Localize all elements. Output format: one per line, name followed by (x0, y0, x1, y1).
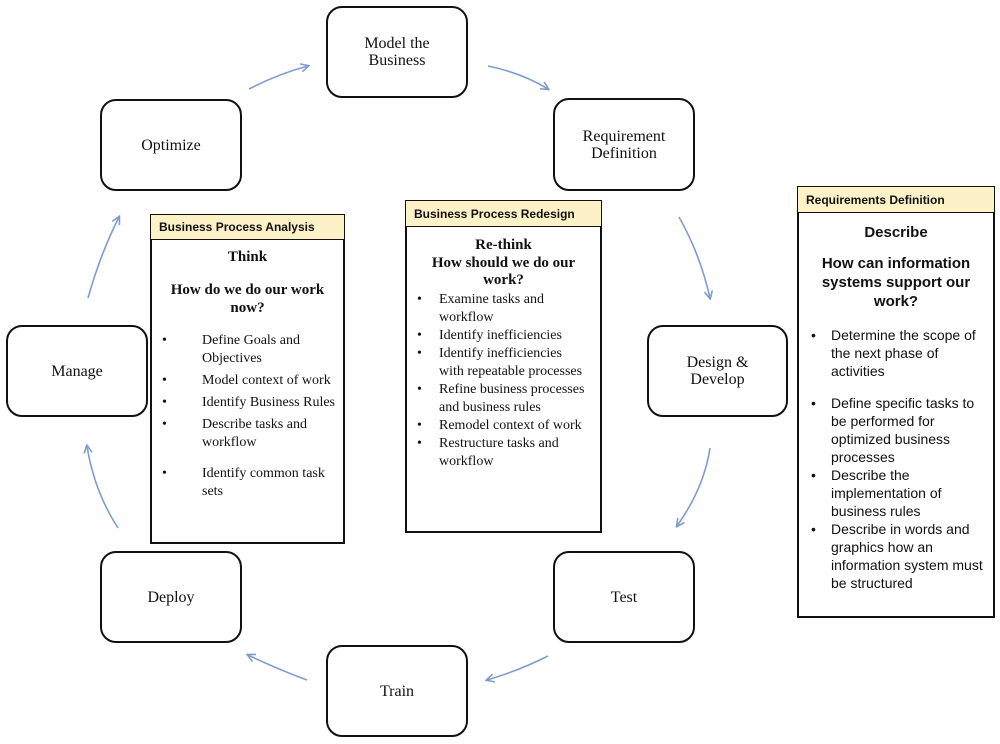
list-item: • Restructure tasks and workflow (417, 435, 589, 471)
bullet-icon: • (417, 436, 422, 451)
stage-requirement-definition: Requirement Definition (553, 98, 695, 191)
redesign-item-text: Examine tasks and workflow (439, 292, 544, 325)
analysis-question: How do we do our work now? (170, 282, 325, 316)
redesign-item-text: Refine business processes and business r… (439, 382, 585, 415)
bullet-icon: • (162, 333, 167, 348)
bullet-icon: • (811, 327, 816, 343)
list-item: • Refine business processes and business … (417, 381, 589, 417)
analysis-panel-header: Business Process Analysis (150, 214, 345, 240)
bullet-icon: • (811, 467, 816, 483)
list-item: • Describe tasks and workflow (162, 416, 337, 452)
requirements-item-text: Determine the scope of the next phase of… (831, 327, 976, 379)
analysis-item-text: Model context of work (202, 373, 331, 388)
redesign-panel-header: Business Process Redesign (405, 200, 602, 227)
analysis-item-text: Identify common task sets (202, 466, 325, 499)
redesign-item-text: Identify inefficiencies (439, 328, 562, 343)
stage-test: Test (553, 551, 695, 643)
redesign-item-text: Identify inefficiencies with repeatable … (439, 346, 583, 379)
list-item: • Determine the scope of the next phase o… (811, 326, 989, 380)
redesign-item-text: Restructure tasks and workflow (439, 436, 559, 469)
list-item: • Identify inefficiencies (417, 327, 589, 345)
arrow-test-to-train (487, 655, 549, 680)
arrow-requirement-to-design (678, 216, 710, 298)
requirements-panel: Describe How can information systems sup… (797, 186, 995, 618)
stage-model-the-business: Model the Business (326, 6, 468, 98)
redesign-heading: Re-think (475, 237, 532, 253)
redesign-question: How should we do our work? (431, 255, 576, 288)
bullet-icon: • (162, 466, 167, 481)
analysis-heading: Think (227, 249, 268, 265)
stage-optimize-label: Optimize (141, 136, 201, 154)
requirements-panel-header: Requirements Definition (797, 186, 995, 213)
stage-model-label: Model the Business (364, 35, 430, 69)
redesign-item-text: Remodel context of work (439, 418, 582, 433)
arrow-design-to-test (677, 447, 711, 526)
bullet-icon: • (162, 417, 167, 432)
stage-manage-label: Manage (51, 362, 103, 380)
redesign-list: • Examine tasks and workflow • Identify in… (417, 291, 589, 471)
list-item: • Remodel context of work (417, 417, 589, 435)
stage-requirement-label: Requirement Definition (582, 127, 666, 162)
list-item: • Examine tasks and workflow (417, 291, 589, 327)
requirements-item-text: Define specific tasks to be performed fo… (831, 395, 975, 465)
requirements-list: • Determine the scope of the next phase o… (811, 326, 989, 592)
list-item: • Identify Business Rules (162, 394, 337, 412)
requirements-item-text: Describe the implementation of business … (831, 467, 942, 519)
list-item: • Identify inefficiencies with repeatable… (417, 345, 589, 381)
bullet-icon: • (417, 346, 422, 361)
stage-design-label: Design & Develop (686, 354, 749, 388)
bullet-icon: • (162, 373, 167, 388)
stage-optimize: Optimize (100, 99, 242, 191)
analysis-item-text: Describe tasks and workflow (202, 417, 307, 450)
bullet-icon: • (417, 328, 422, 343)
list-item: • Model context of work (162, 372, 337, 390)
arrow-train-to-deploy (248, 655, 308, 681)
stage-deploy-label: Deploy (147, 588, 195, 606)
analysis-item-text: Define Goals and Objectives (202, 333, 300, 366)
redesign-panel: Re-think How should we do our work? • Exa… (405, 213, 602, 533)
bullet-icon: • (417, 382, 422, 397)
arrow-optimize-to-model (248, 66, 308, 90)
arrow-deploy-to-manage (87, 446, 119, 529)
requirements-question: How can information systems support our … (821, 255, 971, 310)
stage-train: Train (326, 645, 468, 737)
requirements-heading: Describe (864, 224, 928, 241)
stage-design-develop: Design & Develop (647, 325, 788, 417)
stage-test-label: Test (610, 588, 638, 606)
list-item: • Describe the implementation of business… (811, 466, 989, 520)
list-item: • Describe in words and graphics how an i… (811, 520, 989, 592)
list-item: • Define Goals and Objectives (162, 332, 337, 368)
bullet-icon: • (162, 395, 167, 410)
arrow-manage-to-optimize (87, 217, 119, 299)
bullet-icon: • (811, 521, 816, 537)
requirements-item-text: Describe in words and graphics how an in… (831, 521, 983, 591)
bullet-icon: • (417, 418, 422, 433)
stage-deploy: Deploy (100, 551, 242, 643)
stage-train-label: Train (379, 682, 415, 700)
arrow-model-to-requirement (487, 65, 548, 89)
analysis-list: • Define Goals and Objectives • Model cont… (162, 332, 337, 501)
list-item: • Identify common task sets (162, 465, 337, 501)
bullet-icon: • (417, 292, 422, 307)
bullet-icon: • (811, 395, 816, 411)
analysis-item-text: Identify Business Rules (202, 395, 335, 410)
stage-manage: Manage (6, 325, 148, 417)
list-item: • Define specific tasks to be performed f… (811, 394, 989, 466)
analysis-panel: Think How do we do our work now? • Define… (150, 230, 345, 544)
